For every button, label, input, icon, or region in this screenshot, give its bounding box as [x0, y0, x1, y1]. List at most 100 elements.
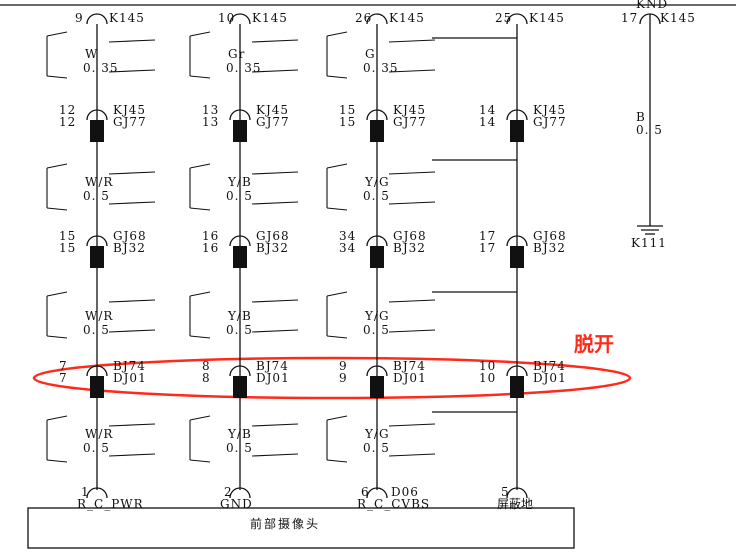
column-1-bottom-label: R_C_PWR: [77, 497, 144, 511]
ground-header: KND: [636, 0, 668, 11]
column-1-seg1-gauge: 0. 35: [83, 61, 119, 75]
column-3-connector-3-pin-a: 9: [339, 359, 348, 373]
column-3-connector-3-pin-b: 9: [339, 371, 348, 385]
column-2-connector-3-arc: [229, 365, 251, 377]
column-3-seg1-dash-top: [388, 39, 436, 43]
column-2-connector-1-terminal: [233, 120, 247, 142]
column-2-seg2-color: Y/B: [227, 175, 252, 189]
column-1-seg4-gauge: 0. 5: [83, 441, 110, 455]
column-2-connector-3-pin-a: 8: [202, 359, 211, 373]
column-3-seg2-color: Y/G: [364, 175, 390, 189]
column-3-connector-3-terminal: [370, 376, 384, 398]
front-camera-label: 前部摄像头: [250, 516, 320, 531]
column-3-connector-1-arc: [366, 109, 388, 121]
column-1-seg1-shield-bottom: [46, 75, 68, 79]
ground-top-pin: 17: [621, 11, 638, 25]
column-2-seg4-dash-top: [251, 423, 299, 427]
column-1-seg4-shield-bottom: [46, 459, 68, 463]
column-3-bottom-pin: 6: [361, 485, 370, 499]
column-1-connector-1-pin-a: 12: [59, 103, 76, 117]
column-2-seg3-dash-top: [251, 299, 299, 303]
column-1-seg3-color: W/R: [85, 309, 113, 323]
column-4-connector-3-terminal: [510, 376, 524, 398]
column-4-bottom-pin: 5: [501, 485, 510, 499]
column-3-connector-3-conn-b: DJ01: [393, 371, 427, 385]
column-1-connector-2-conn-a: GJ68: [113, 229, 147, 243]
column-2-seg2-dash-top: [251, 171, 299, 175]
column-2-bottom-label: GND: [220, 497, 253, 511]
ground-branch: KND 17 K145 B 0. 5 K111: [621, 0, 695, 250]
column-2-connector-2-pin-b: 16: [202, 241, 219, 255]
disconnect-label: 脱开: [574, 332, 614, 356]
column-2-bottom-pin: 2: [224, 485, 233, 499]
column-3-connector-1-pin-a: 15: [339, 103, 356, 117]
column-4-connector-3-pin-a: 10: [479, 359, 496, 373]
column-3-connector-2-conn-a: GJ68: [393, 229, 427, 243]
column-1-connector-3-conn-a: BJ74: [113, 359, 146, 373]
column-2-seg3-dash-bottom: [251, 329, 299, 333]
column-2-seg2-shield-bottom: [189, 207, 211, 211]
column-3-seg1-dash-bottom: [388, 69, 436, 73]
column-3-connector-1-pin-b: 15: [339, 115, 356, 129]
ground-wire-gauge: 0. 5: [636, 123, 663, 137]
column-2-seg1-color: Gr: [228, 47, 245, 61]
column-3-connector-2-terminal: [370, 246, 384, 268]
column-1-connector-2-pin-b: 15: [59, 241, 76, 255]
column-2-seg3-shield-bottom: [189, 335, 211, 339]
column-1-connector-1-pin-b: 12: [59, 115, 76, 129]
column-4-connector-2-pin-b: 17: [479, 241, 496, 255]
column-2-top-arc: [229, 13, 251, 25]
column-1-connector-3-arc: [86, 365, 108, 377]
column-3-seg4-gauge: 0. 5: [363, 441, 390, 455]
column-1-top-arc: [86, 13, 108, 25]
column-4-connector-1-pin-b: 14: [479, 115, 496, 129]
column-1-top-pin: 9: [75, 11, 84, 25]
column-2-connector-2-pin-a: 16: [202, 229, 219, 243]
column-1-seg4-color: W/R: [85, 427, 113, 441]
column-3-seg4-shield-bottom: [326, 459, 348, 463]
column-2-connector-1-conn-b: GJ77: [256, 115, 290, 129]
column-1-seg1-dash-top: [108, 39, 156, 43]
column-2-seg2-shield-top: [189, 163, 211, 169]
column-3-seg2-shield-top: [326, 163, 348, 169]
column-4-connector-2-pin-a: 17: [479, 229, 496, 243]
column-3-seg2-shield-bottom: [326, 207, 348, 211]
column-4-bottom-arc: [506, 487, 528, 499]
column-1-connector-2-arc: [86, 235, 108, 247]
column-1-connector-1-terminal: [90, 120, 104, 142]
column-2-seg1-shield-top: [189, 31, 211, 37]
column-1-connector-2-conn-b: BJ32: [113, 241, 146, 255]
column-3-seg2-gauge: 0. 5: [363, 189, 390, 203]
column-1-connector-3-conn-b: DJ01: [113, 371, 147, 385]
column-2-seg3-color: Y/B: [227, 309, 252, 323]
column-4-connector-3-conn-b: DJ01: [533, 371, 567, 385]
column-2-bottom-arc: [229, 487, 251, 499]
column-2-seg4-shield-top: [189, 415, 211, 421]
column-1-top-conn: K145: [109, 11, 145, 25]
ground-label: K111: [631, 236, 667, 250]
column-1-connector-3-pin-b: 7: [59, 371, 68, 385]
column-1-bottom-pin: 1: [81, 485, 90, 499]
column-3-seg4-dash-bottom: [388, 453, 436, 457]
column-1-seg4-dash-bottom: [108, 453, 156, 457]
column-1-connector-1-arc: [86, 109, 108, 121]
column-1-seg2-shield-bottom: [46, 207, 68, 211]
column-3-seg4-shield-top: [326, 415, 348, 421]
column-2-seg2-dash-bottom: [251, 201, 299, 205]
column-2-connector-2-conn-b: BJ32: [256, 241, 289, 255]
column-3-bottom-arc: [366, 487, 388, 499]
disconnect-highlight-ellipse: [32, 356, 632, 400]
column-2-connector-3-conn-a: BJ74: [256, 359, 289, 373]
column-4-connector-1-pin-a: 14: [479, 103, 496, 117]
column-4-connector-2-conn-a: GJ68: [533, 229, 567, 243]
column-3-connector-1-conn-b: GJ77: [393, 115, 427, 129]
column-2-seg1-shield-bottom: [189, 75, 211, 79]
column-2-seg4-shield-bottom: [189, 459, 211, 463]
column-1-connector-3-pin-a: 7: [59, 359, 68, 373]
column-2-seg1-dash-bottom: [251, 69, 299, 73]
column-3-seg3-dash-top: [388, 299, 436, 303]
column-1-connector-2-pin-a: 15: [59, 229, 76, 243]
